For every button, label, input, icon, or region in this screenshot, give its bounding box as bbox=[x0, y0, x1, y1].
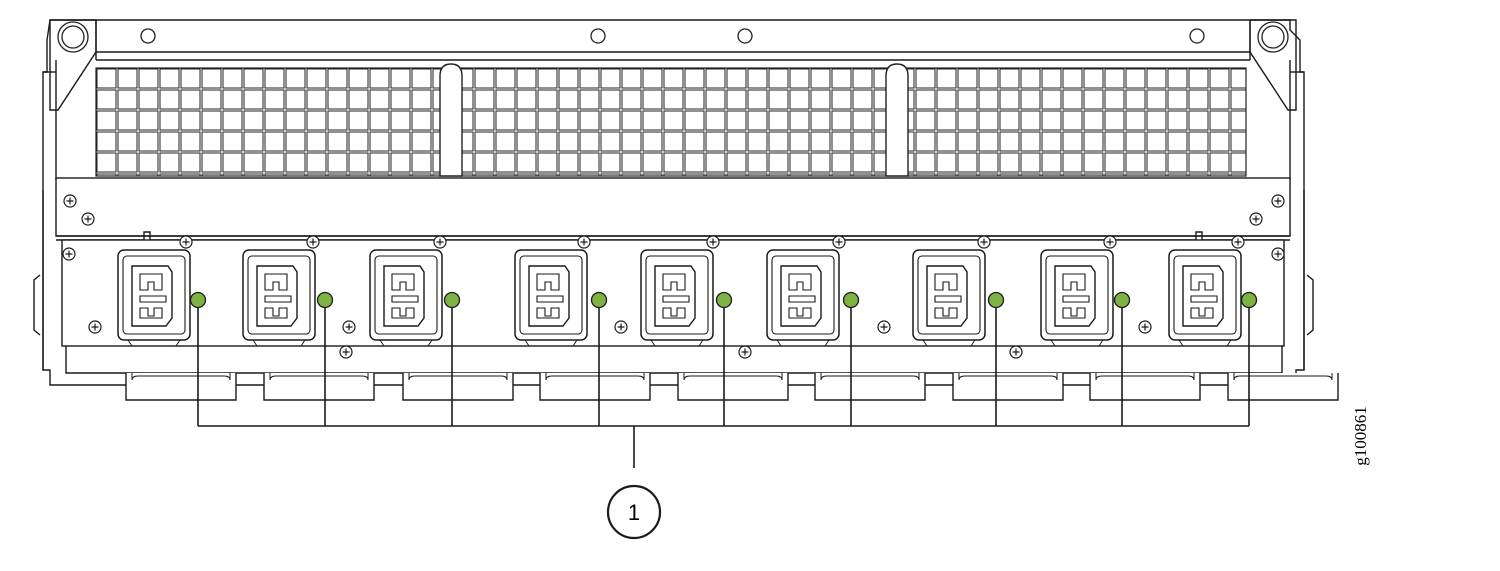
screw-icon bbox=[577, 235, 591, 249]
power-supply[interactable] bbox=[912, 249, 1005, 347]
power-supplies bbox=[117, 249, 1258, 347]
fan-tray-slot bbox=[439, 63, 463, 177]
psu-handle[interactable] bbox=[952, 373, 1064, 401]
cover-plate bbox=[55, 177, 1291, 241]
screw-icon bbox=[62, 247, 76, 261]
psu-handle[interactable] bbox=[1227, 373, 1339, 401]
screw-icon bbox=[1271, 247, 1285, 261]
psu-handle[interactable] bbox=[402, 373, 514, 401]
screw-icon bbox=[63, 194, 77, 208]
psu-status-led bbox=[189, 291, 207, 309]
psu-handle[interactable] bbox=[677, 373, 789, 401]
power-supply[interactable] bbox=[369, 249, 461, 347]
psu-status-led bbox=[1113, 291, 1131, 309]
psu-handle[interactable] bbox=[814, 373, 926, 401]
screw-icon bbox=[1231, 235, 1245, 249]
power-supply[interactable] bbox=[117, 249, 207, 347]
screw-icon bbox=[738, 345, 752, 359]
top-mounting-holes bbox=[57, 21, 1289, 53]
screws bbox=[62, 194, 1285, 359]
screw-icon bbox=[1103, 235, 1117, 249]
callout-circle bbox=[606, 484, 662, 540]
psu-status-led bbox=[987, 291, 1005, 309]
screw-icon bbox=[339, 345, 353, 359]
screw-icon bbox=[706, 235, 720, 249]
ventilation-grid bbox=[95, 63, 1247, 177]
callout-leader-lines bbox=[197, 308, 1250, 427]
psu-status-led bbox=[842, 291, 860, 309]
screw-icon bbox=[1138, 320, 1152, 334]
screw-icon bbox=[433, 235, 447, 249]
psu-status-led bbox=[590, 291, 608, 309]
psu-status-led bbox=[1240, 291, 1258, 309]
psu-status-led bbox=[443, 291, 461, 309]
psu-handle[interactable] bbox=[263, 373, 375, 401]
screw-icon bbox=[81, 212, 95, 226]
screw-icon bbox=[179, 235, 193, 249]
power-supply[interactable] bbox=[242, 249, 334, 347]
screw-icon bbox=[1271, 194, 1285, 208]
power-supply[interactable] bbox=[514, 249, 608, 347]
screw-icon bbox=[1249, 212, 1263, 226]
screw-icon bbox=[88, 320, 102, 334]
callout-label: 1 bbox=[628, 500, 640, 525]
psu-status-led bbox=[316, 291, 334, 309]
screw-icon bbox=[1009, 345, 1023, 359]
screw-icon bbox=[342, 320, 356, 334]
screw-icon bbox=[614, 320, 628, 334]
screw-icon bbox=[306, 235, 320, 249]
screw-icon bbox=[877, 320, 891, 334]
fan-tray-slot bbox=[885, 63, 909, 177]
power-supply[interactable] bbox=[640, 249, 733, 347]
callout-1: 1 bbox=[606, 426, 662, 540]
power-supply[interactable] bbox=[766, 249, 860, 347]
power-supply[interactable] bbox=[1040, 249, 1131, 347]
psu-handle[interactable] bbox=[125, 373, 237, 401]
power-supply[interactable] bbox=[1168, 249, 1258, 347]
screw-icon bbox=[977, 235, 991, 249]
figure-id: g100861 bbox=[1351, 406, 1370, 466]
psu-handle[interactable] bbox=[1089, 373, 1201, 401]
screw-icon bbox=[832, 235, 846, 249]
psu-status-led bbox=[715, 291, 733, 309]
psu-handle[interactable] bbox=[539, 373, 651, 401]
